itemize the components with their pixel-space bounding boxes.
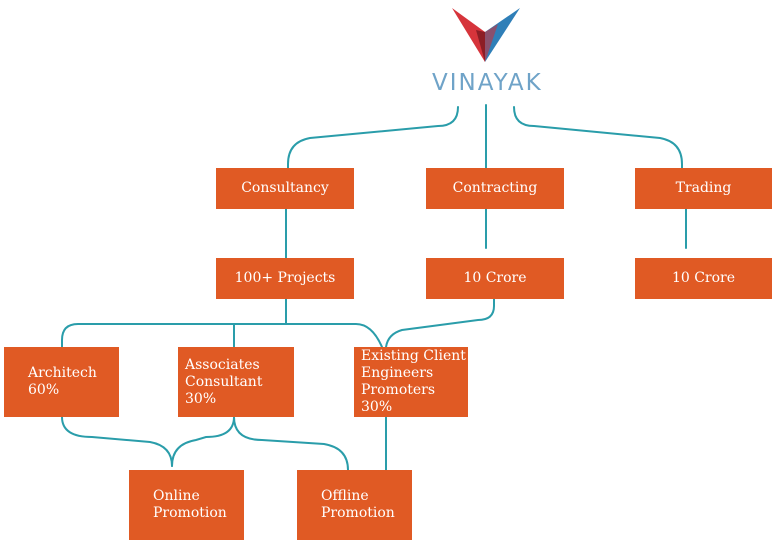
connector-associates-online: [171, 416, 235, 467]
node-offline-promotion: Offline Promotion: [297, 470, 412, 540]
vinayak-logo-icon: [452, 8, 520, 62]
node-contracting-value: 10 Crore: [426, 258, 564, 299]
node-contracting: Contracting: [426, 168, 564, 209]
node-trading: Trading: [635, 168, 772, 209]
connector-projects-existing: [285, 323, 383, 348]
connector-logo-consultancy: [287, 106, 459, 169]
connector-associates-offline: [233, 416, 349, 471]
node-projects: 100+ Projects: [216, 258, 354, 299]
node-architech: Architech 60%: [4, 347, 119, 417]
connector-logo-trading: [513, 106, 683, 169]
brand-name: VINAYAK: [432, 70, 543, 96]
node-associates: Associates Consultant 30%: [178, 347, 294, 417]
connector-contracting-existing: [385, 298, 495, 348]
node-consultancy: Consultancy: [216, 168, 354, 209]
node-online-promotion: Online Promotion: [129, 470, 244, 540]
node-trading-value: 10 Crore: [635, 258, 772, 299]
node-existing-client: Existing Client Engineers Promoters 30%: [354, 347, 468, 417]
connector-architech-online: [61, 416, 173, 467]
connector-to-architech: [61, 323, 287, 348]
